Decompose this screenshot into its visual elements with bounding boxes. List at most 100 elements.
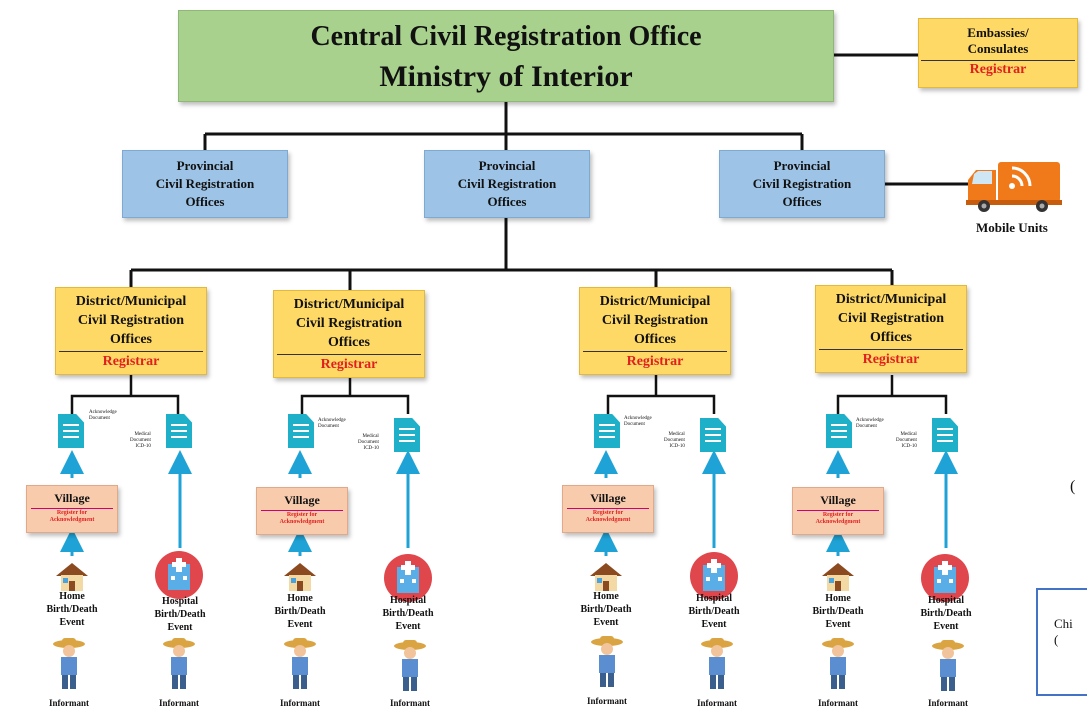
- event-line1: Birth/Death: [812, 606, 864, 617]
- provincial-line1: Provincial: [478, 158, 536, 173]
- home-icon: [284, 563, 316, 591]
- embassies-registrar: Registrar: [921, 60, 1075, 79]
- hospital-label: Hospital: [161, 596, 199, 607]
- med-line2: Document: [358, 440, 379, 445]
- provincial-office-3: Provincial Civil Registration Offices: [719, 150, 885, 218]
- med-line2: Document: [896, 438, 917, 443]
- med-line1: Medical: [362, 434, 379, 439]
- med-line1: Medical: [668, 432, 685, 437]
- provincial-line1: Provincial: [773, 158, 831, 173]
- village-sub1: Register for: [56, 510, 88, 516]
- acknowledge-document-icon: [594, 414, 620, 448]
- hospital-icon: [921, 554, 969, 602]
- partial-side-box: Chi (: [1036, 588, 1087, 696]
- district-line2: Civil Registration: [837, 311, 945, 326]
- village-sub2: Acknowledgment: [279, 519, 325, 525]
- medical-document-icon: [700, 418, 726, 452]
- ack-line2: Document: [624, 422, 645, 427]
- informant-figure-icon: [591, 636, 623, 687]
- ministry-title: Ministry of Interior: [379, 60, 633, 93]
- village-title: Village: [284, 493, 320, 507]
- informant-label: Informant: [587, 696, 627, 706]
- district-line1: District/Municipal: [599, 294, 711, 309]
- event-line1: Birth/Death: [920, 608, 972, 619]
- ack-line1: Acknowledge: [89, 410, 117, 415]
- mobile-truck-icon: [966, 162, 1062, 212]
- hospital-icon: [155, 551, 203, 599]
- district-office-1: District/Municipal Civil Registration Of…: [55, 287, 207, 375]
- village-title: Village: [54, 491, 90, 505]
- home-icon: [56, 563, 88, 591]
- event-line2: Event: [59, 617, 85, 628]
- informant-label: Informant: [818, 698, 858, 708]
- district-registrar: Registrar: [583, 351, 727, 371]
- embassies-box: Embassies/ Consulates Registrar: [918, 18, 1078, 88]
- district-registrar: Registrar: [819, 349, 963, 369]
- informant-label: Informant: [697, 698, 737, 708]
- event-line2: Event: [167, 622, 193, 633]
- event-line2: Event: [287, 619, 313, 630]
- hospital-icon: [690, 552, 738, 600]
- ack-line1: Acknowledge: [856, 418, 884, 423]
- partial-side-text: Chi: [1054, 616, 1073, 631]
- village-title: Village: [590, 491, 626, 505]
- home-label: Home: [59, 591, 85, 602]
- district-line3: Offices: [870, 330, 912, 345]
- provincial-line1: Provincial: [176, 158, 234, 173]
- med-line3: ICD-10: [363, 446, 379, 451]
- district-line1: District/Municipal: [75, 294, 187, 309]
- embassies-line2: Consulates: [967, 41, 1029, 56]
- partial-bracket: (: [1070, 478, 1076, 495]
- med-line3: ICD-10: [135, 444, 151, 449]
- district-line3: Offices: [110, 332, 152, 347]
- med-line1: Medical: [900, 432, 917, 437]
- village-sub1: Register for: [592, 510, 624, 516]
- acknowledge-document-icon: [826, 414, 852, 448]
- village-sub1: Register for: [822, 512, 854, 518]
- ack-line2: Document: [318, 424, 339, 429]
- ack-line1: Acknowledge: [318, 418, 346, 423]
- village-sub1: Register for: [286, 512, 318, 518]
- informant-label: Informant: [280, 698, 320, 708]
- provincial-office-2: Provincial Civil Registration Offices: [424, 150, 590, 218]
- village-sub2: Acknowledgment: [585, 517, 631, 523]
- medical-document-icon: [166, 414, 192, 448]
- event-line2: Event: [395, 621, 421, 632]
- event-line1: Birth/Death: [688, 606, 740, 617]
- med-line3: ICD-10: [901, 444, 917, 449]
- event-line2: Event: [701, 619, 727, 630]
- event-line1: Birth/Death: [46, 604, 98, 615]
- central-office-box: Central Civil Registration Office Minist…: [178, 10, 834, 102]
- event-line2: Event: [825, 619, 851, 630]
- hospital-icon: [384, 554, 432, 602]
- informant-figure-icon: [932, 640, 964, 691]
- embassies-line1: Embassies/: [967, 25, 1029, 40]
- home-label: Home: [593, 591, 619, 602]
- hospital-label: Hospital: [927, 595, 965, 606]
- event-line1: Birth/Death: [154, 609, 206, 620]
- ack-line1: Acknowledge: [624, 416, 652, 421]
- informant-figure-icon: [163, 638, 195, 689]
- district-line1: District/Municipal: [293, 297, 405, 312]
- hospital-label: Hospital: [389, 595, 427, 606]
- informant-figure-icon: [822, 638, 854, 689]
- district-line2: Civil Registration: [601, 313, 709, 328]
- med-line2: Document: [664, 438, 685, 443]
- acknowledge-document-icon: [288, 414, 314, 448]
